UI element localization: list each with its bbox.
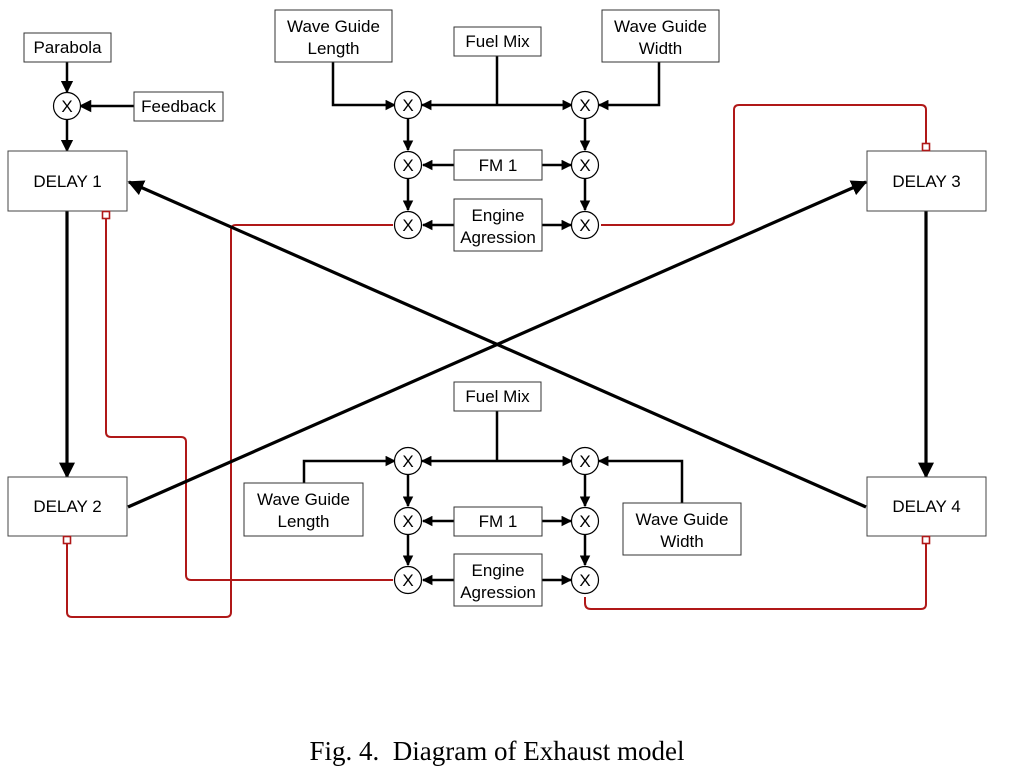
wire-top-wgwidth [597, 62, 661, 111]
delay-4-label: DELAY 4 [892, 497, 960, 516]
top-fm1-label: FM 1 [479, 156, 518, 175]
multiplier-node-bottom-l1: X [393, 446, 423, 476]
bottom-wave-guide-width-line-2: Width [660, 532, 703, 551]
multiplier-node-bottom-r1: X [570, 446, 600, 476]
bottom-wave-guide-length-box: Wave Guide Length [243, 482, 364, 537]
multiplier-node-left-input: X [52, 91, 82, 121]
delay-3-label: DELAY 3 [892, 172, 960, 191]
bottom-wave-guide-length-line-2: Length [278, 512, 330, 531]
top-wave-guide-width-line-2: Width [639, 39, 682, 58]
top-wave-guide-length-line-2: Length [308, 39, 360, 58]
multiplier-symbol: X [402, 216, 413, 235]
wire-bottom-wglength [302, 455, 397, 483]
top-fuel-mix-label: Fuel Mix [465, 32, 530, 51]
delay-1-label: DELAY 1 [33, 172, 101, 191]
top-fm1-box: FM 1 [453, 149, 543, 181]
multiplier-symbol: X [579, 452, 590, 471]
bottom-wave-guide-width-line-1: Wave Guide [636, 510, 729, 529]
top-engine-agression-line-2: Agression [460, 228, 536, 247]
red-wire-top-right-to-delay3 [601, 104, 927, 226]
wire-delay2-to-delay3 [127, 180, 868, 509]
bottom-engine-agression-line-2: Agression [460, 583, 536, 602]
multiplier-symbol: X [579, 156, 590, 175]
multiplier-symbol: X [579, 216, 590, 235]
multiplier-symbol: X [402, 512, 413, 531]
red-wire-bottom-right-to-delay4 [584, 543, 927, 610]
multiplier-node-top-r3: X [570, 210, 600, 240]
parabola-label: Parabola [33, 38, 102, 57]
bottom-fuel-mix-box: Fuel Mix [453, 381, 542, 412]
multiplier-symbol: X [402, 571, 413, 590]
multiplier-symbol: X [579, 512, 590, 531]
multiplier-symbol: X [579, 96, 590, 115]
feedback-box: Feedback [133, 91, 224, 122]
top-wave-guide-width-box: Wave Guide Width [601, 9, 720, 63]
multiplier-node-bottom-r3: X [570, 565, 600, 595]
multiplier-symbol: X [579, 571, 590, 590]
multiplier-node-top-l2: X [393, 150, 423, 180]
delay-2-box: DELAY 2 [7, 476, 128, 537]
parabola-box: Parabola [23, 32, 112, 63]
delay-3-box: DELAY 3 [866, 150, 987, 212]
top-wave-guide-width-line-1: Wave Guide [614, 17, 707, 36]
top-engine-agression-line-1: Engine [472, 206, 525, 225]
top-engine-agression-box: Engine Agression [453, 198, 543, 252]
multiplier-node-top-r2: X [570, 150, 600, 180]
top-wave-guide-length-box: Wave Guide Length [274, 9, 393, 63]
figure-caption: Fig. 4. Diagram of Exhaust model [310, 736, 685, 766]
wire-bottom-wgwidth [597, 455, 684, 503]
multiplier-node-bottom-l2: X [393, 506, 423, 536]
multiplier-node-top-r1: X [570, 90, 600, 120]
bottom-fm1-label: FM 1 [479, 512, 518, 531]
multiplier-node-bottom-r2: X [570, 506, 600, 536]
delay-4-output-port [921, 535, 931, 545]
delay-4-box: DELAY 4 [866, 476, 987, 537]
multiplier-node-top-l3: X [393, 210, 423, 240]
multiplier-node-top-l1: X [393, 90, 423, 120]
delay-1-box: DELAY 1 [7, 150, 128, 212]
bottom-engine-agression-line-1: Engine [472, 561, 525, 580]
delay-2-label: DELAY 2 [33, 497, 101, 516]
multiplier-symbol: X [402, 96, 413, 115]
red-wire-delay1-to-bottom-left [105, 219, 393, 581]
delay-1-output-port [101, 210, 111, 220]
multiplier-symbol: X [61, 97, 72, 116]
top-wave-guide-length-line-1: Wave Guide [287, 17, 380, 36]
top-fuel-mix-box: Fuel Mix [453, 26, 542, 57]
delay-2-output-port [62, 535, 72, 545]
feedback-label: Feedback [141, 97, 216, 116]
red-wire-top-left-to-delay2 [66, 224, 393, 618]
bottom-wave-guide-length-line-1: Wave Guide [257, 490, 350, 509]
multiplier-symbol: X [402, 452, 413, 471]
wire-top-wglength [331, 62, 397, 111]
bottom-engine-agression-box: Engine Agression [453, 553, 543, 607]
multiplier-node-bottom-l3: X [393, 565, 423, 595]
bottom-fuel-mix-label: Fuel Mix [465, 387, 530, 406]
multiplier-symbol: X [402, 156, 413, 175]
bottom-wave-guide-width-box: Wave Guide Width [622, 502, 742, 556]
bottom-fm1-box: FM 1 [453, 506, 543, 537]
delay-3-input-port [921, 142, 931, 152]
